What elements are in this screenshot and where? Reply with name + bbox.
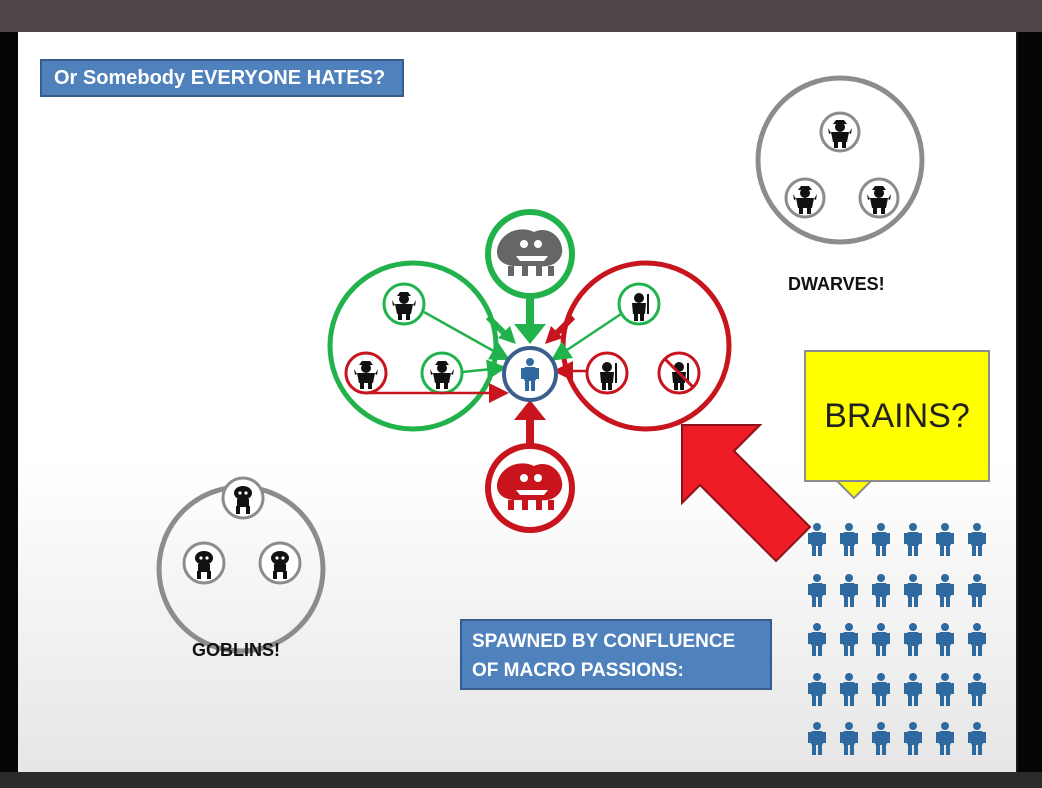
crowd-person-icon bbox=[808, 574, 826, 607]
goblin-icon bbox=[182, 541, 226, 585]
person-icon bbox=[502, 346, 558, 402]
dwarves-ring bbox=[755, 75, 925, 245]
dwarf-icon bbox=[784, 177, 826, 219]
caption-line-2: OF MACRO PASSIONS: bbox=[472, 660, 684, 681]
slide: Or Somebody EVERYONE HATES? bbox=[18, 32, 1016, 772]
dwarf-icon bbox=[344, 351, 388, 395]
big-red-arrow-icon bbox=[681, 424, 812, 563]
knight-icon bbox=[617, 282, 661, 326]
crowd-person-icon bbox=[840, 673, 858, 706]
crowd-person-icon bbox=[808, 523, 826, 556]
crowd-person-icon bbox=[808, 722, 826, 755]
crowd-person-icon bbox=[904, 673, 922, 706]
crowd-person-icon bbox=[936, 722, 954, 755]
lion-dragon-icon bbox=[485, 443, 575, 533]
crowd-person-icon bbox=[968, 574, 986, 607]
dwarves-label: DWARVES! bbox=[788, 274, 885, 294]
crowd-person-icon bbox=[968, 722, 986, 755]
knight-icon bbox=[585, 351, 629, 395]
slide-title: Or Somebody EVERYONE HATES? bbox=[40, 59, 404, 97]
crowd-person-icon bbox=[872, 623, 890, 656]
dwarf-icon bbox=[819, 111, 861, 153]
crowd-person-icon bbox=[840, 623, 858, 656]
crowd-person-icon bbox=[904, 623, 922, 656]
crowd-person-icon bbox=[808, 623, 826, 656]
goblin-icon bbox=[258, 541, 302, 585]
crowd-person-icon bbox=[904, 574, 922, 607]
goblins-group bbox=[156, 476, 326, 654]
crowd-person-icon bbox=[936, 574, 954, 607]
crowd-person-icon bbox=[968, 623, 986, 656]
dwarf-icon bbox=[420, 351, 464, 395]
crowd-person-icon bbox=[904, 722, 922, 755]
crowd-person-icon bbox=[936, 673, 954, 706]
caption-box: SPAWNED BY CONFLUENCE OF MACRO PASSIONS: bbox=[460, 619, 772, 690]
goblins-label: GOBLINS! bbox=[192, 640, 280, 660]
right-letterbox bbox=[1018, 32, 1042, 772]
left-letterbox bbox=[0, 32, 20, 772]
crowd-person-icon bbox=[840, 574, 858, 607]
callout-text: BRAINS? bbox=[824, 396, 970, 435]
dwarf-icon bbox=[858, 177, 900, 219]
crowd-person-icon bbox=[968, 523, 986, 556]
video-top-bar bbox=[0, 0, 1042, 32]
crowd-person-icon bbox=[840, 722, 858, 755]
crowd bbox=[808, 523, 986, 755]
crowd-person-icon bbox=[840, 523, 858, 556]
crowd-person-icon bbox=[872, 722, 890, 755]
crowd-person-icon bbox=[808, 673, 826, 706]
brains-callout: BRAINS? bbox=[804, 350, 990, 482]
crowd-person-icon bbox=[968, 673, 986, 706]
crowd-person-icon bbox=[904, 523, 922, 556]
prohibited-icon bbox=[657, 351, 701, 395]
lion-dragon-icon bbox=[485, 209, 575, 299]
crowd-person-icon bbox=[872, 673, 890, 706]
crowd-person-icon bbox=[936, 523, 954, 556]
crowd-person-icon bbox=[872, 523, 890, 556]
dwarf-icon bbox=[382, 282, 426, 326]
video-bottom-bar bbox=[0, 772, 1042, 788]
dwarves-group bbox=[755, 75, 925, 245]
goblin-icon bbox=[221, 476, 265, 520]
crowd-person-icon bbox=[872, 574, 890, 607]
caption-line-1: SPAWNED BY CONFLUENCE bbox=[472, 631, 736, 652]
crowd-person-icon bbox=[936, 623, 954, 656]
relationship-diagram bbox=[156, 75, 986, 755]
